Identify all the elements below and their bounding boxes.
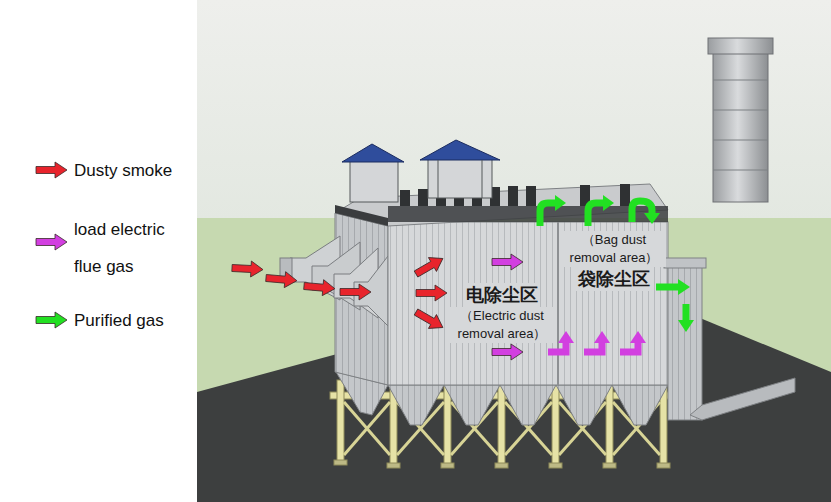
section-divider — [557, 222, 559, 385]
purified-gas-arrows — [540, 195, 694, 332]
area-title: 电除尘区 — [464, 283, 540, 307]
legend-label: Dusty smoke — [74, 152, 224, 189]
area-subtitle: （Electric dust removal area） — [448, 307, 556, 343]
legend-label: load electric flue gas — [74, 211, 192, 285]
area-title: 袋除尘区 — [576, 267, 652, 291]
sky — [197, 0, 831, 220]
area-subtitle: （Bag dust removal area） — [562, 231, 666, 267]
housing-front — [388, 222, 668, 385]
ground — [197, 318, 831, 502]
area-region: （Bag dust removal area）袋除尘区 — [560, 231, 668, 291]
outlet-duct — [664, 258, 795, 420]
legend-arrows — [36, 162, 67, 328]
dusty-smoke-arrows — [232, 252, 447, 335]
rooftop-shed — [342, 140, 500, 202]
area-region: 电除尘区（Electric dust removal area） — [446, 283, 558, 343]
field — [197, 218, 831, 502]
legend-label: Purified gas — [74, 302, 224, 339]
chimney — [708, 38, 773, 202]
